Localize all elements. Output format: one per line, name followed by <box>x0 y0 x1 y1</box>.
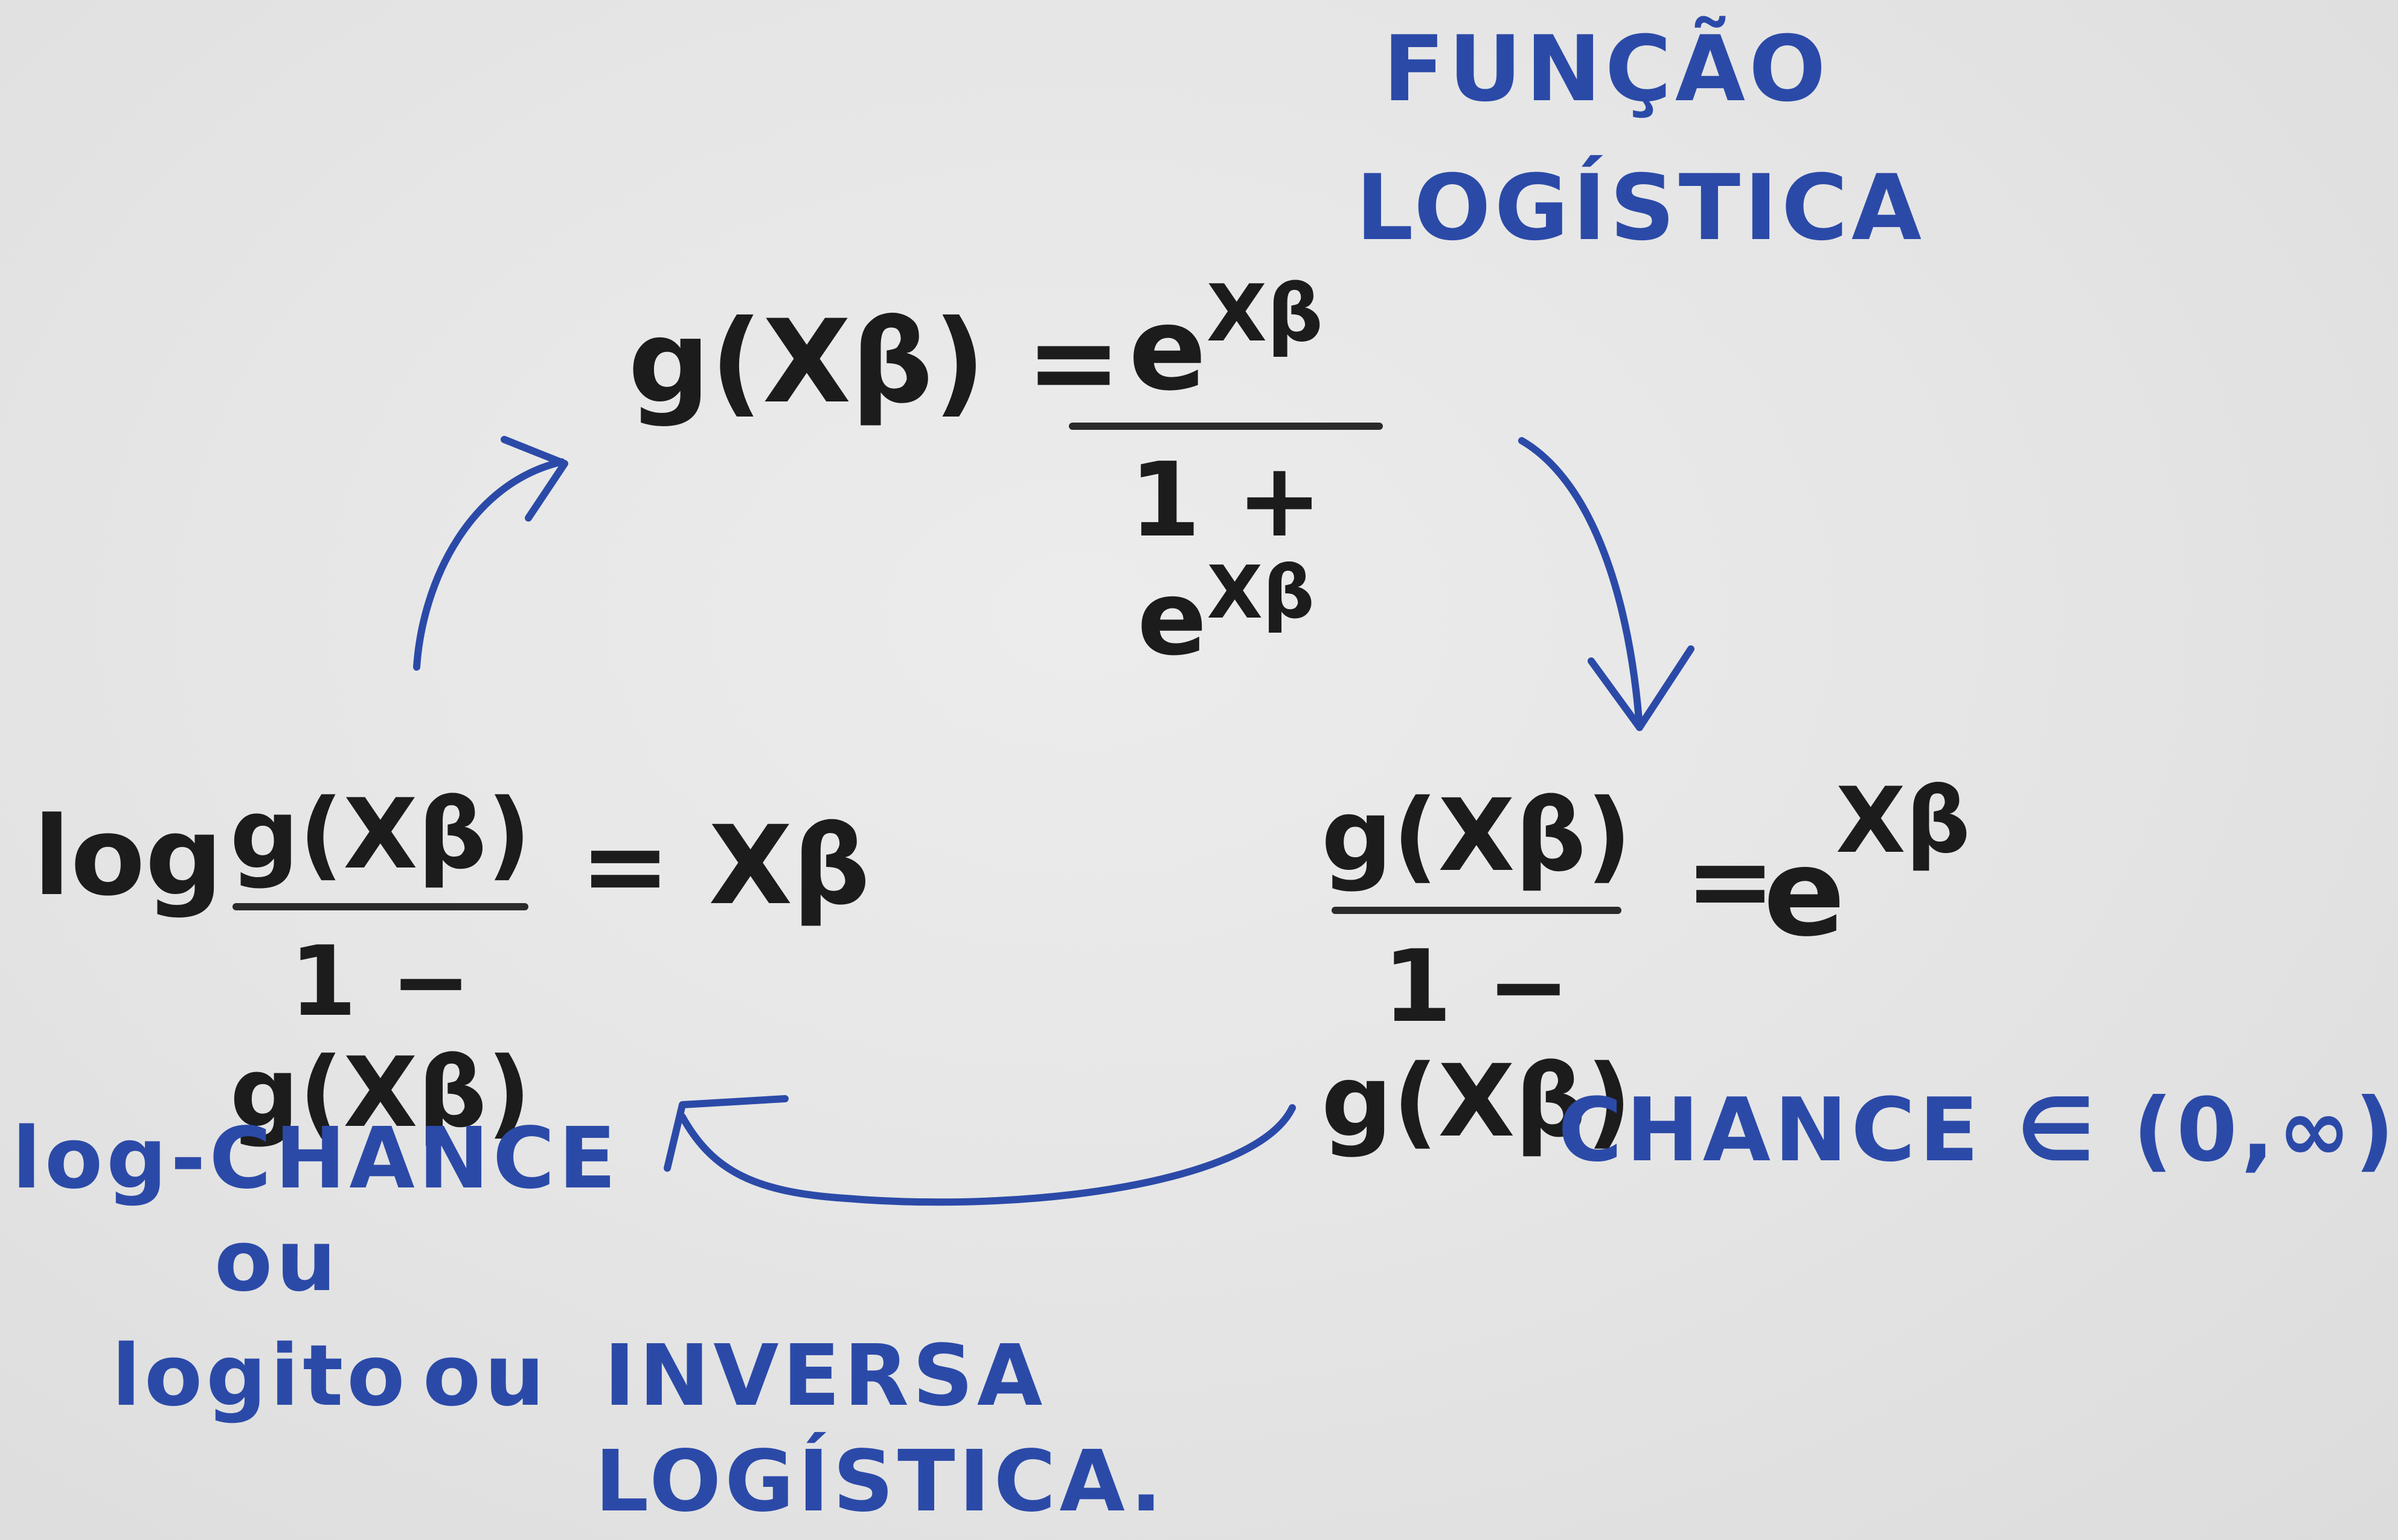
label-chance: CHANCE ∈ (0,∞) <box>1558 1079 2398 1181</box>
formula-top-den-base: 1 + e <box>1129 441 1322 679</box>
formula-right-rhs-base: e <box>1763 823 1845 963</box>
formula-top-numerator: eXβ <box>1069 260 1383 423</box>
cycle-arrows <box>413 436 1694 1206</box>
formula-right-denominator: 1 − g(Xβ) <box>1321 928 1632 1159</box>
formula-right-rhs-exp: Xβ <box>1836 768 1971 874</box>
whiteboard: FUNÇÃO LOGÍSTICA g(Xβ) = eXβ 1 + eXβ g(X… <box>12 17 2394 1531</box>
formula-left-numerator: g(Xβ) <box>229 778 531 890</box>
formula-top-denominator: 1 + eXβ <box>1039 441 1413 679</box>
formula-top-bar <box>1069 423 1383 430</box>
formula-top-den-exp: Xβ <box>1207 551 1315 635</box>
label-logistica-top: LOGÍSTICA <box>1356 156 1926 261</box>
formula-right-bar <box>1332 906 1621 914</box>
formula-left-fraction: g(Xβ) 1 − g(Xβ) <box>211 779 550 1148</box>
formula-left-denominator: 1 − g(Xβ) <box>229 925 531 1149</box>
label-ou-2: ou <box>423 1327 548 1425</box>
label-logito: logito <box>112 1327 409 1425</box>
formula-top-fraction: eXβ 1 + eXβ <box>1069 260 1383 678</box>
formula-top-num-base: e <box>1128 283 1207 416</box>
label-inversa: INVERSA <box>604 1327 1047 1425</box>
arrow-right-to-left <box>679 1104 1296 1206</box>
arrowhead-top-to-right <box>1588 645 1694 731</box>
arrow-top-to-right <box>1518 437 1643 731</box>
formula-right-fraction: g(Xβ) 1 − g(Xβ) <box>1321 778 1632 1158</box>
formula-top-num-exp: Xβ <box>1206 267 1324 359</box>
formula-right-numerator: g(Xβ) <box>1321 778 1632 893</box>
formula-top-lhs: g(Xβ) = <box>628 295 1122 429</box>
label-funcao: FUNÇÃO <box>1383 17 1830 122</box>
formula-right-equals: = <box>1685 818 1776 944</box>
formula-left-log: log <box>33 794 223 920</box>
arrowhead-left-to-top <box>501 436 568 522</box>
label-log-chance: log-CHANCE <box>12 1110 620 1208</box>
formula-left-bar <box>232 903 528 910</box>
formula-left-rhs: = Xβ <box>580 803 871 929</box>
arrowhead-right-to-left <box>664 1095 789 1172</box>
label-ou-1: ou <box>214 1212 340 1311</box>
arrow-left-to-top <box>413 458 565 671</box>
label-logistica-bottom: LOGÍSTICA. <box>595 1433 1166 1531</box>
